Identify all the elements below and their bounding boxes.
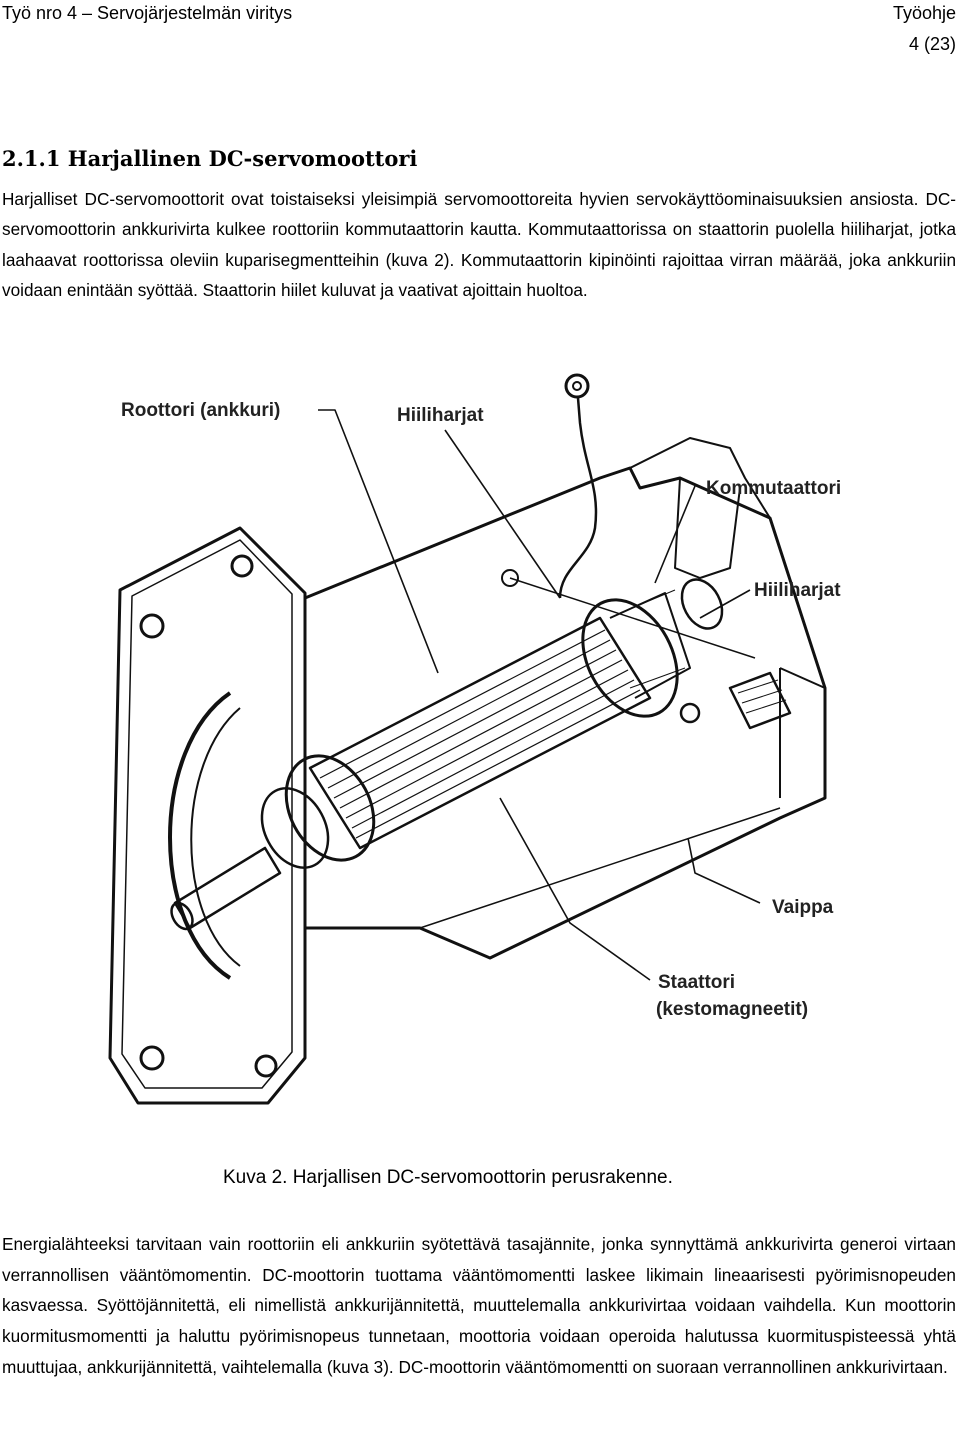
paragraph-energy: Energialähteeksi tarvitaan vain roottori… — [2, 1234, 956, 1377]
front-bearing-arc — [168, 691, 232, 980]
flange-inner — [121, 539, 293, 1089]
rotor-armature — [260, 616, 652, 869]
leader-rotor — [318, 409, 439, 674]
motor-shaft — [173, 846, 282, 930]
label-brushes-right: Hiiliharjat — [754, 580, 841, 601]
leader-brushes-top — [444, 429, 561, 599]
header-document-type: Työohje — [892, 3, 956, 23]
label-brushes-top: Hiiliharjat — [397, 405, 484, 426]
leader-housing — [687, 837, 761, 904]
label-stator-detail: (kestomagneetit) — [656, 999, 808, 1020]
motor-figure: Roottori (ankkuri) Hiiliharjat Kommutaat… — [90, 368, 870, 1128]
brush-holder — [728, 671, 792, 730]
motor-housing — [304, 466, 827, 960]
figure-caption: Kuva 2. Harjallisen DC-servomoottorin pe… — [223, 1167, 673, 1188]
header-document-title: Työ nro 4 – Servojärjestelmän viritys — [2, 3, 293, 23]
section-heading: 2.1.1 Harjallinen DC-servomoottori — [2, 146, 418, 171]
commutator — [581, 578, 724, 718]
flange-hole-bottom-left — [139, 1045, 165, 1071]
flange-hole-top-right — [230, 554, 254, 578]
paragraph-intro: Harjalliset DC-servomoottorit ovat toist… — [2, 189, 956, 300]
header-page-number: 4 (23) — [908, 34, 956, 54]
brush-lead-wire — [558, 397, 598, 599]
flange-hole-top-left — [139, 613, 165, 639]
label-stator: Staattori — [658, 972, 735, 993]
label-rotor: Roottori (ankkuri) — [121, 400, 280, 421]
label-commutator: Kommutaattori — [706, 478, 841, 499]
label-housing: Vaippa — [772, 897, 834, 918]
leader-commutator — [654, 485, 696, 584]
leader-stator — [499, 797, 651, 981]
flange-plate — [108, 526, 307, 1105]
wire-terminal-ring — [564, 373, 590, 399]
leader-brushes-right — [699, 589, 751, 619]
flange-hole-bottom-right — [254, 1054, 278, 1078]
motor-drawing: Roottori (ankkuri) Hiiliharjat Kommutaat… — [108, 373, 841, 1105]
